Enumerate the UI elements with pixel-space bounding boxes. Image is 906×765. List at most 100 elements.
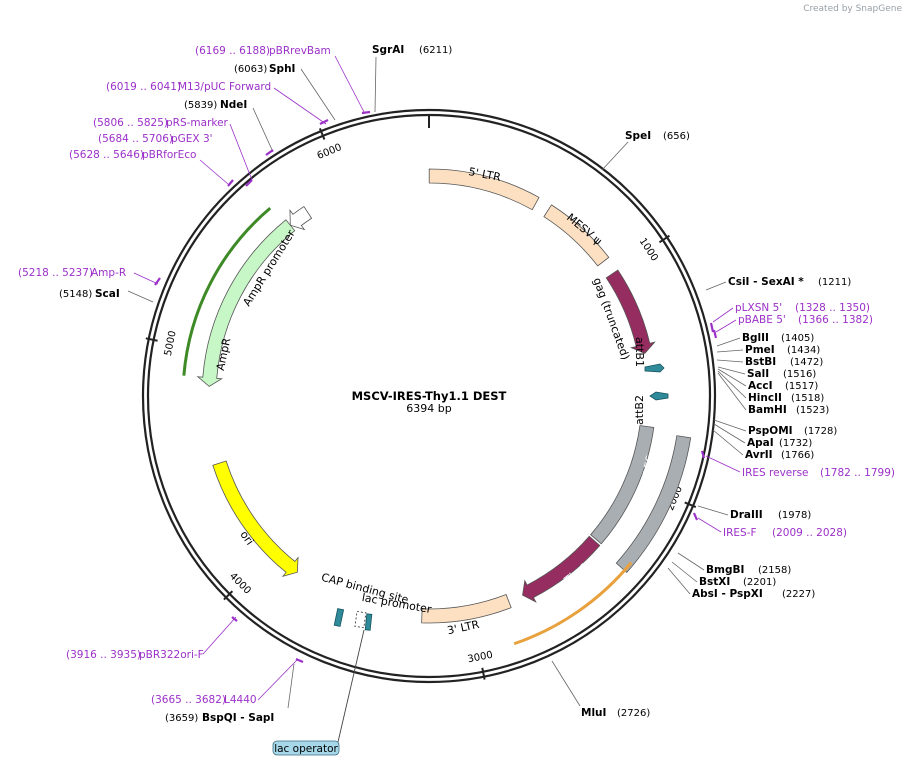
primer-l4440-coord: (3665 .. 3682) bbox=[151, 694, 226, 706]
tick-label-5000: 5000 bbox=[163, 330, 179, 357]
primer-l4440: L4440 bbox=[224, 694, 257, 706]
lac-operator-label: lac operator bbox=[274, 743, 338, 755]
site-draiii-coord: (1978) bbox=[778, 510, 811, 521]
feature-ltr5 bbox=[428, 168, 540, 211]
site-sgrai-coord: (6211) bbox=[419, 45, 452, 56]
backbone-inner-ring bbox=[146, 113, 712, 679]
site-mlui: MluI bbox=[581, 707, 606, 719]
site-ndei-coord: (5839) bbox=[184, 100, 217, 111]
site-scai: ScaI bbox=[95, 288, 120, 300]
site-hincii: HincII bbox=[748, 392, 782, 404]
lac-operator-box bbox=[272, 740, 340, 756]
primer-m13-coord: (6019 .. 6041) bbox=[106, 81, 181, 93]
site-avrii: AvrII bbox=[745, 449, 773, 461]
primer-ires-reverse: IRES reverse bbox=[742, 467, 809, 479]
site-pspomi-coord: (1728) bbox=[804, 426, 837, 437]
feature-ltr3 bbox=[421, 594, 512, 624]
primer-ampr-coord: (5218 .. 5237) bbox=[18, 267, 93, 279]
tick-label-6000: 6000 bbox=[316, 142, 344, 162]
site-draiii: DraIII bbox=[730, 509, 763, 521]
site-sali: SalI bbox=[747, 368, 769, 380]
primer-pbr322ori: pBR322ori-F bbox=[139, 649, 204, 661]
feature-mesv bbox=[543, 204, 610, 267]
attb1-marker bbox=[644, 363, 665, 373]
primer-ires-reverse-coord: (1782 .. 1799) bbox=[820, 467, 895, 479]
site-apai: ApaI bbox=[747, 437, 774, 449]
site-pspomi: PspOMI bbox=[748, 425, 793, 437]
feature-label-5ltr: 5' LTR bbox=[467, 165, 502, 184]
backbone-outer-ring bbox=[141, 108, 717, 684]
feature-ampr bbox=[196, 219, 296, 387]
lac-operator-marker bbox=[364, 613, 373, 631]
primer-ampr: Amp-R bbox=[91, 267, 126, 279]
site-bmgbi-coord: (2158) bbox=[758, 565, 791, 576]
site-spei: SpeI bbox=[625, 130, 651, 142]
site-bstbi: BstBI bbox=[745, 356, 776, 368]
feature-ires1 bbox=[590, 425, 655, 545]
primer-pgex3: pGEX 3' bbox=[171, 133, 213, 145]
feature-label-ires-inner: IRES bbox=[590, 441, 607, 468]
ampr-highlight bbox=[182, 206, 272, 376]
site-absi: AbsI - PspXI bbox=[692, 588, 763, 600]
site-apai-coord: (1732) bbox=[779, 438, 812, 449]
plasmid-length: 6394 bp bbox=[406, 402, 451, 415]
site-hincii-coord: (1518) bbox=[791, 393, 824, 404]
feature-ires2 bbox=[615, 435, 692, 574]
site-bamhi-coord: (1523) bbox=[796, 405, 829, 416]
snapgene-watermark: Created by SnapGene bbox=[803, 4, 902, 14]
site-sali-coord: (1516) bbox=[783, 369, 816, 380]
cap-binding-site-marker bbox=[333, 608, 345, 627]
site-sgrai: SgrAI bbox=[372, 44, 404, 56]
primer-plxsn5: pLXSN 5' bbox=[735, 302, 782, 314]
site-csii: CsiI - SexAI * bbox=[728, 276, 804, 288]
primer-pbabe5-coord: (1366 .. 1382) bbox=[798, 314, 873, 326]
primer-plxsn5-coord: (1328 .. 1350) bbox=[795, 302, 870, 314]
tick-6000 bbox=[318, 128, 326, 140]
primer-marks bbox=[154, 110, 718, 664]
attb1-label: attB1 bbox=[633, 337, 646, 367]
primer-m13: M13/pUC Forward bbox=[178, 81, 271, 93]
site-bamhi: BamHI bbox=[748, 404, 787, 416]
tick-5000 bbox=[145, 337, 158, 342]
site-pmei: PmeI bbox=[745, 344, 775, 356]
site-csii-coord: (1211) bbox=[818, 277, 851, 288]
tick-4000 bbox=[223, 590, 234, 601]
primer-ires-f: IRES-F bbox=[723, 527, 757, 539]
feature-gag bbox=[605, 269, 656, 354]
tick-label-3000: 3000 bbox=[467, 650, 494, 666]
site-spei-coord: (656) bbox=[663, 131, 690, 142]
site-scai-coord: (5148) bbox=[59, 289, 92, 300]
primer-ires-f-coord: (2009 .. 2028) bbox=[772, 527, 847, 539]
site-sphi-coord: (6063) bbox=[234, 64, 267, 75]
primer-pbabe5: pBABE 5' bbox=[738, 314, 786, 326]
primer-prs-marker: pRS-marker bbox=[166, 117, 229, 129]
tick-3000 bbox=[481, 667, 486, 680]
primer-pbrrevbam-coord: (6169 .. 6188) bbox=[195, 45, 270, 57]
plasmid-name: MSCV-IRES-Thy1.1 DEST bbox=[352, 389, 507, 403]
site-bglii: BglII bbox=[742, 332, 769, 344]
site-bmgbi: BmgBI bbox=[706, 564, 744, 576]
site-bstxi: BstXI bbox=[699, 576, 730, 588]
site-acci-coord: (1517) bbox=[785, 381, 818, 392]
site-bglii-coord: (1405) bbox=[781, 333, 814, 344]
site-bspqi: BspQI - SapI bbox=[202, 712, 274, 724]
attb2-marker bbox=[649, 391, 669, 401]
feature-label-ires-outer: IRES bbox=[640, 454, 657, 481]
orange-arrow-body bbox=[513, 561, 633, 646]
site-acci: AccI bbox=[748, 380, 772, 392]
feature-ori bbox=[212, 460, 299, 577]
site-bstbi-coord: (1472) bbox=[790, 357, 823, 368]
tick-label-1000: 1000 bbox=[637, 236, 660, 263]
tick-1000 bbox=[658, 234, 670, 244]
site-sphi: SphI bbox=[269, 63, 295, 75]
primer-pgex3-coord: (5684 .. 5706) bbox=[98, 133, 173, 145]
site-labels: SgrAI (6211) (6169 .. 6188) pBRrevBam (6… bbox=[18, 44, 895, 724]
site-bstxi-coord: (2201) bbox=[743, 577, 776, 588]
primer-pbrforeco-coord: (5628 .. 5646) bbox=[69, 149, 144, 161]
primer-pbrrevbam: pBRrevBam bbox=[269, 45, 331, 57]
feature-thy11 bbox=[522, 535, 601, 603]
tick-2000 bbox=[684, 501, 697, 509]
features bbox=[182, 168, 692, 646]
site-avrii-coord: (1766) bbox=[781, 450, 814, 461]
